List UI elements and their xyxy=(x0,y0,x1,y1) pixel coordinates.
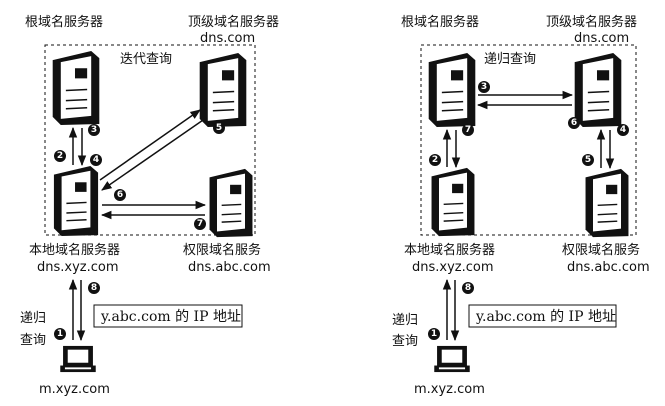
auth-server-label: 权限域名服务 xyxy=(562,242,640,258)
step-badge: 1 xyxy=(428,328,440,340)
answer-text: y.abc.com 的 IP 地址 xyxy=(100,309,241,325)
client-host: m.xyz.com xyxy=(39,382,110,397)
root-server-label: 根域名服务器 xyxy=(25,14,103,30)
svg-text:6: 6 xyxy=(571,118,577,128)
answer-text: y.abc.com 的 IP 地址 xyxy=(475,309,616,325)
domain-boundary xyxy=(420,44,637,236)
domain-boundary xyxy=(44,44,256,236)
root-server-icon xyxy=(427,52,477,128)
step-badge: 8 xyxy=(88,282,100,294)
local-server-label: 本地域名服务器 xyxy=(29,242,120,258)
workstation-icon xyxy=(60,345,96,373)
tld-server-icon xyxy=(198,52,248,128)
svg-text:6: 6 xyxy=(117,190,123,200)
auth-server-icon xyxy=(584,168,630,238)
auth-server-label: 权限域名服务 xyxy=(183,242,261,258)
svg-text:3: 3 xyxy=(481,82,487,92)
recursive-query-label-line1: 递归 xyxy=(20,311,46,326)
step-badge: 4 xyxy=(617,124,629,136)
answer-box xyxy=(468,304,617,328)
step-badge: 5 xyxy=(582,154,594,166)
tld-server-label: 顶级域名服务器 xyxy=(546,14,637,30)
step-badge: 8 xyxy=(462,282,474,294)
arrow-tld-to-local xyxy=(101,117,207,191)
local-server-host: dns.xyz.com xyxy=(412,260,494,275)
recursive-query-label-line2: 查询 xyxy=(20,333,46,348)
recursive-query-label-line2: 查询 xyxy=(392,334,418,349)
root-server-icon xyxy=(51,50,101,126)
panel-iterative: 根域名服务器 顶级域名服务器 dns.com 迭代查询 3 2 4 5 6 7 … xyxy=(20,14,279,397)
local-server-icon xyxy=(430,167,476,237)
auth-server-host: dns.abc.com xyxy=(188,260,271,275)
svg-text:4: 4 xyxy=(620,125,626,135)
arrow-local-to-tld xyxy=(99,109,201,181)
recursive-query-label-line1: 递归 xyxy=(392,313,418,328)
svg-text:3: 3 xyxy=(91,125,97,135)
step-badge: 6 xyxy=(568,117,580,129)
tld-server-host: dns.com xyxy=(200,31,255,46)
svg-text:8: 8 xyxy=(465,283,471,293)
svg-text:8: 8 xyxy=(91,283,97,293)
local-server-icon xyxy=(53,165,99,237)
local-server-label: 本地域名服务器 xyxy=(404,242,495,258)
svg-text:2: 2 xyxy=(57,151,63,161)
svg-text:1: 1 xyxy=(431,329,437,339)
panel-recursive: 根域名服务器 顶级域名服务器 dns.com 递归查询 3 7 6 4 2 5 … xyxy=(392,14,650,397)
step-badge: 4 xyxy=(90,154,102,166)
step-badge: 1 xyxy=(54,328,66,340)
svg-text:7: 7 xyxy=(465,125,471,135)
step-badge: 5 xyxy=(213,122,225,134)
step-badge: 2 xyxy=(54,150,66,162)
svg-text:5: 5 xyxy=(585,155,591,165)
step-badge: 6 xyxy=(114,189,126,201)
step-badge: 7 xyxy=(194,218,206,230)
step-badge: 2 xyxy=(429,154,441,166)
svg-text:2: 2 xyxy=(432,155,438,165)
svg-text:4: 4 xyxy=(93,155,99,165)
svg-text:7: 7 xyxy=(197,219,203,229)
tld-server-host: dns.com xyxy=(574,31,629,46)
auth-server-icon xyxy=(208,168,254,238)
workstation-icon xyxy=(434,345,470,373)
client-host: m.xyz.com xyxy=(414,382,485,397)
step-badge: 7 xyxy=(462,124,474,136)
svg-text:5: 5 xyxy=(216,123,222,133)
svg-text:1: 1 xyxy=(57,329,63,339)
step-badge: 3 xyxy=(478,81,490,93)
query-mode-label: 递归查询 xyxy=(484,52,536,67)
answer-box xyxy=(93,304,243,328)
query-mode-label: 迭代查询 xyxy=(120,52,172,67)
auth-server-host: dns.abc.com xyxy=(567,260,650,275)
tld-server-icon xyxy=(573,52,623,128)
root-server-label: 根域名服务器 xyxy=(401,14,479,30)
step-badge: 3 xyxy=(88,124,100,136)
local-server-host: dns.xyz.com xyxy=(37,260,119,275)
tld-server-label: 顶级域名服务器 xyxy=(188,14,279,30)
